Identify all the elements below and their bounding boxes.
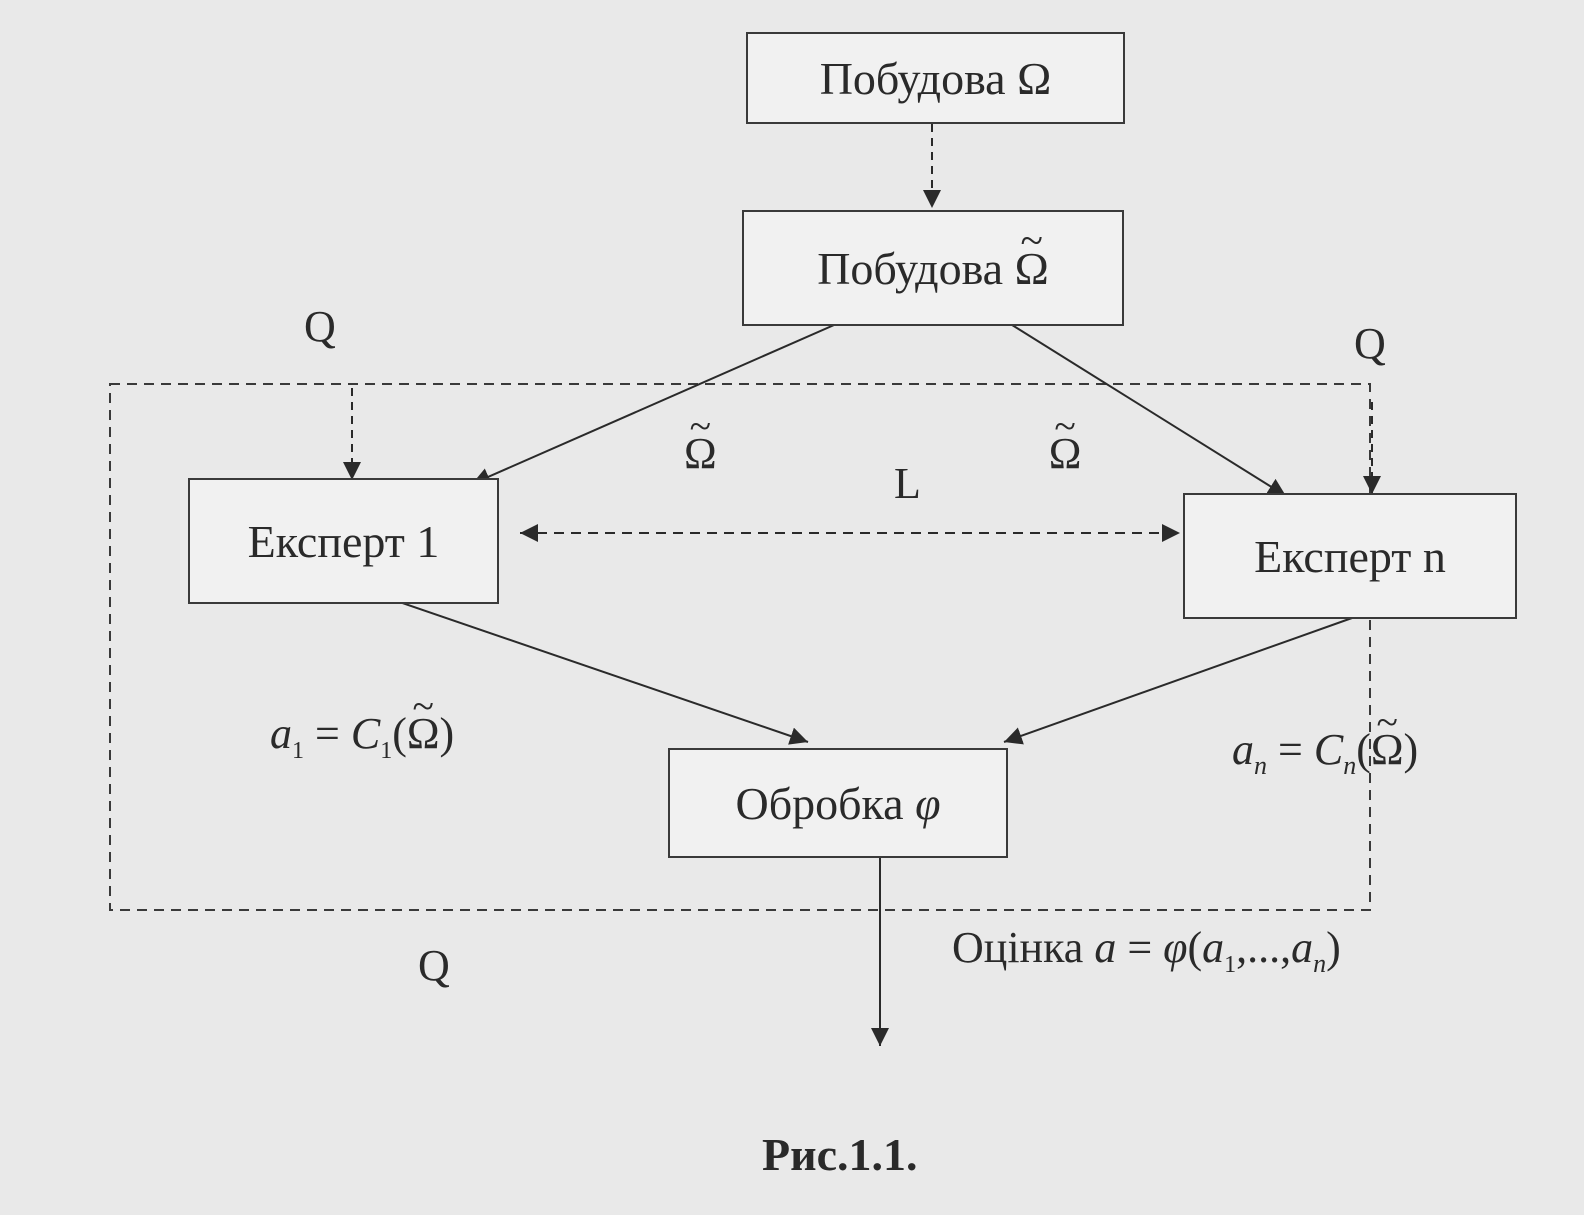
formula-estimate-dots: ,..., xyxy=(1236,923,1292,972)
box-build-omega-prefix: Побудова xyxy=(819,52,1018,104)
formula-estimate-a1: a xyxy=(1202,923,1225,972)
box-build-omega-symbol: Ω xyxy=(1017,52,1052,104)
formula-estimate-eq: = xyxy=(1116,923,1164,972)
box-processing-prefix: Обробка xyxy=(735,777,916,829)
formula-a1-arg: Ω xyxy=(407,712,440,756)
formula-estimate-word: Оцінка xyxy=(952,923,1095,972)
formula-a1-fsub: 1 xyxy=(380,737,393,764)
formula-an-arg: Ω xyxy=(1371,728,1404,772)
figure-caption: Рис.1.1. xyxy=(762,1129,918,1180)
label-q-bottom: Q xyxy=(418,941,450,990)
formula-a1-close: ) xyxy=(439,709,455,758)
formula-a1-func: C xyxy=(350,709,381,758)
formula-estimate-ansub: n xyxy=(1313,948,1327,978)
box-processing: Обробка φ xyxy=(668,748,1008,858)
box-expert-n: Експерт n xyxy=(1183,493,1517,619)
arrow-build-tilde-to-expertn xyxy=(1003,319,1287,497)
box-build-omega-tilde-symbol: Ω xyxy=(1015,242,1049,295)
formula-estimate-a1sub: 1 xyxy=(1224,951,1237,978)
arrow-expert1-to-processing xyxy=(375,593,809,745)
box-build-omega-tilde: Побудова Ω xyxy=(742,210,1124,326)
formula-an-func: C xyxy=(1313,725,1344,774)
formula-estimate-open: ( xyxy=(1187,923,1203,972)
label-omega-tilde-right: Ω xyxy=(1049,432,1082,476)
formula-a1-sub: 1 xyxy=(292,737,304,764)
formula-a1-var: a xyxy=(270,709,292,758)
formula-an-fsub: n xyxy=(1343,750,1357,780)
formula-estimate-close: ) xyxy=(1326,923,1341,972)
formula-estimate-an: a xyxy=(1291,923,1314,972)
box-expert-1-label: Експерт 1 xyxy=(247,515,440,567)
feedback-frame xyxy=(109,383,1371,911)
formula-an-var: a xyxy=(1232,725,1254,774)
box-expert-n-label: Експерт n xyxy=(1254,530,1446,582)
label-q-right: Q xyxy=(1354,319,1386,368)
label-q-left: Q xyxy=(304,302,336,351)
label-l-link: L xyxy=(894,459,921,508)
formula-an-open: ( xyxy=(1356,725,1371,774)
arrow-expertn-to-processing xyxy=(1003,617,1353,745)
formula-an-sub: n xyxy=(1254,750,1267,780)
formula-a1-eq: = xyxy=(304,709,351,758)
arrow-build-tilde-to-expert1 xyxy=(471,317,851,486)
formula-estimate: Оцінка a = φ(a1,...,an) xyxy=(952,926,1341,977)
box-processing-symbol: φ xyxy=(915,777,941,829)
box-build-omega: Побудова Ω xyxy=(746,32,1125,124)
formula-a1: a1 = C1(Ω) xyxy=(270,712,454,763)
formula-an-eq: = xyxy=(1267,725,1314,774)
formula-an: an = Cn(Ω) xyxy=(1232,728,1418,779)
formula-estimate-var: a xyxy=(1094,923,1117,972)
formula-an-close: ) xyxy=(1403,725,1419,774)
box-build-omega-tilde-prefix: Побудова xyxy=(817,242,1015,294)
formula-a1-open: ( xyxy=(392,709,407,758)
label-omega-tilde-left: Ω xyxy=(684,432,717,476)
formula-estimate-func: φ xyxy=(1163,923,1188,972)
box-expert-1: Експерт 1 xyxy=(188,478,499,604)
